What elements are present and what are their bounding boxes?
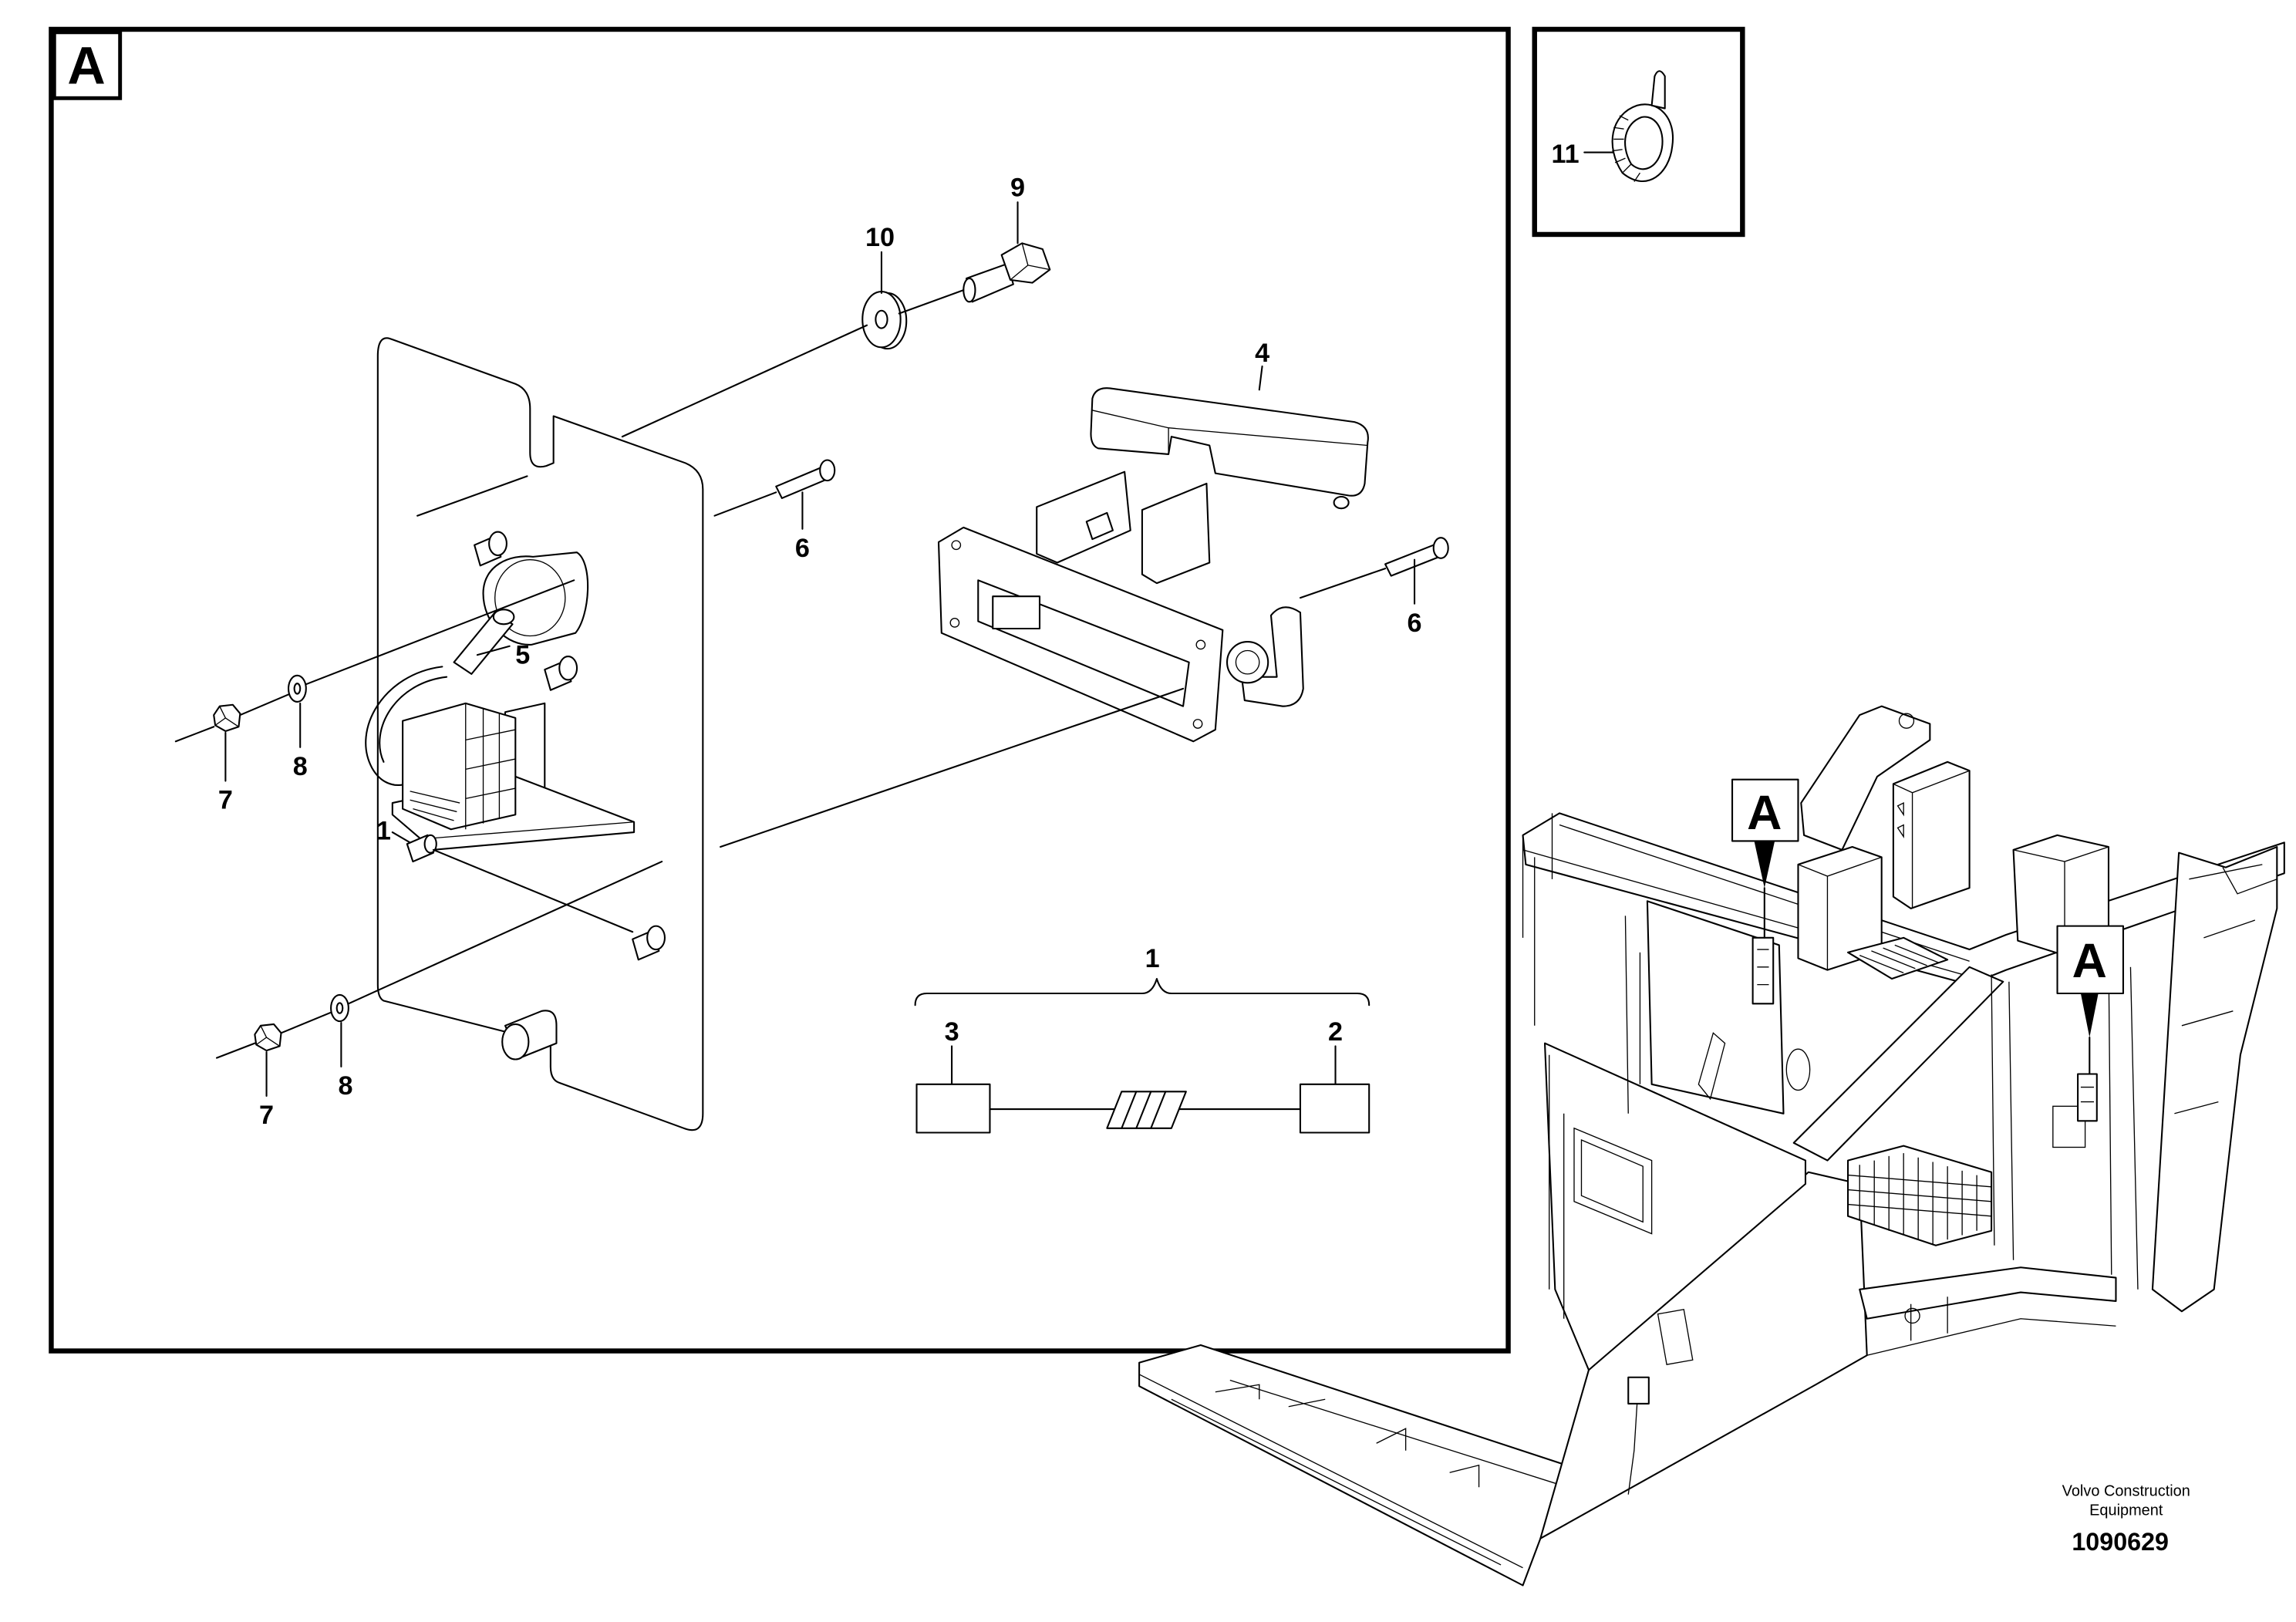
- callout-10: 10: [865, 223, 895, 252]
- schematic-end-3: [915, 1083, 991, 1134]
- leader-line: [720, 687, 1185, 848]
- machine-left-wall: [1543, 1042, 1807, 1371]
- schematic-assembly-label: 1: [1145, 944, 1160, 973]
- plate-edge-line: [416, 475, 528, 517]
- callout-4: 4: [1255, 339, 1269, 368]
- location-marker-label: A: [1747, 786, 1782, 840]
- leader-line: [280, 1011, 332, 1034]
- machine-arm: [1800, 705, 1931, 851]
- marker-pointer: [2080, 993, 2099, 1038]
- wire-loop-inner: [379, 676, 448, 763]
- assembly-schematic: 1 3 2: [914, 944, 1371, 1134]
- callout-6-upper: 6: [795, 534, 810, 563]
- detail-label-box: [52, 30, 123, 100]
- housing-knob: [1226, 641, 1269, 684]
- nut-7-lower: [254, 1023, 282, 1052]
- drawing-number: 1090629: [2072, 1528, 2169, 1556]
- company-name-line1: Volvo Construction: [2062, 1483, 2190, 1500]
- washer-8-lower: [330, 993, 349, 1023]
- leader-line: [347, 860, 663, 1005]
- machine-mount-left: [1752, 936, 1775, 1005]
- leader-line: [621, 324, 868, 438]
- callout-7-upper: 7: [218, 786, 233, 815]
- callout-6-right: 6: [1408, 609, 1422, 638]
- schematic-end-2: [1299, 1083, 1371, 1134]
- machine-switch-box: [1627, 1376, 1650, 1404]
- housing-arm-left: [1036, 470, 1131, 564]
- callout-8-lower: 8: [339, 1071, 353, 1101]
- callout-leaders: [224, 201, 1416, 1098]
- stud-lower: [632, 925, 666, 961]
- leader-line: [239, 693, 290, 717]
- connector-block: [402, 702, 517, 831]
- machine-diagonal-beam: [1792, 966, 2004, 1162]
- leader-line: [174, 726, 215, 743]
- leader-line: [305, 579, 575, 686]
- washer-8-upper: [287, 674, 307, 703]
- location-marker-2: A: [2056, 925, 2125, 1075]
- housing-arm-right: [1141, 482, 1211, 585]
- detail-view-a: A: [49, 26, 1511, 1354]
- machine-right-upright: [2151, 845, 2278, 1313]
- stud-upper: [474, 531, 507, 567]
- assembly-brace: [914, 977, 1371, 1007]
- housing-lid: [1090, 387, 1369, 497]
- actuator-lever: [453, 609, 515, 675]
- callout-11: 11: [1552, 140, 1580, 169]
- leader-line: [713, 491, 777, 517]
- stud-middle: [544, 656, 578, 691]
- nut-7-upper: [213, 703, 241, 733]
- callout-5: 5: [515, 641, 530, 670]
- machine-base-rail: [1859, 1266, 2117, 1320]
- washer-10: [861, 291, 908, 350]
- location-marker-1: A: [1731, 778, 1799, 939]
- assembly-lines: [174, 289, 1387, 1059]
- terminal-bolt: [406, 834, 437, 863]
- cable-break-symbol: [1106, 1091, 1187, 1129]
- bolt-6-upper: [775, 459, 836, 499]
- callout-8-upper: 8: [293, 752, 308, 781]
- footer: Volvo Construction Equipment 1090629: [2062, 1483, 2190, 1556]
- leader-line: [215, 1042, 256, 1059]
- housing-hinge: [1240, 606, 1304, 707]
- detail-label: A: [67, 36, 105, 95]
- schematic-right-label: 2: [1328, 1017, 1343, 1047]
- machine-overview: A A: [1138, 705, 2285, 1587]
- machine-mesh-panel: [1846, 936, 1949, 980]
- callout-1: 1: [376, 817, 391, 846]
- machine-tower-left: [1892, 760, 1971, 909]
- machine-floor: [1138, 1344, 1590, 1587]
- machine-mount-right: [2077, 1073, 2098, 1122]
- callout-9: 9: [1010, 174, 1025, 203]
- machine-rear-panel: [1646, 900, 1785, 1114]
- location-marker-label: A: [2072, 934, 2107, 988]
- plate-cylinder: [501, 1010, 558, 1061]
- bolt-6-right: [1384, 537, 1449, 577]
- inset-cable-tie: 11: [1532, 26, 1745, 238]
- housing-4: [937, 387, 1369, 743]
- leader-line: [898, 289, 965, 315]
- schematic-left-label: 3: [945, 1017, 959, 1047]
- bolt-9: [963, 242, 1051, 303]
- housing-switch-block: [992, 595, 1041, 630]
- housing-pin: [1085, 511, 1114, 541]
- leader-line: [432, 848, 634, 933]
- cable-tie-icon: [1611, 70, 1674, 183]
- company-name-line2: Equipment: [2089, 1502, 2163, 1519]
- marker-pointer: [1754, 841, 1775, 889]
- leader-line: [1299, 568, 1387, 599]
- callout-7-lower: 7: [259, 1101, 274, 1130]
